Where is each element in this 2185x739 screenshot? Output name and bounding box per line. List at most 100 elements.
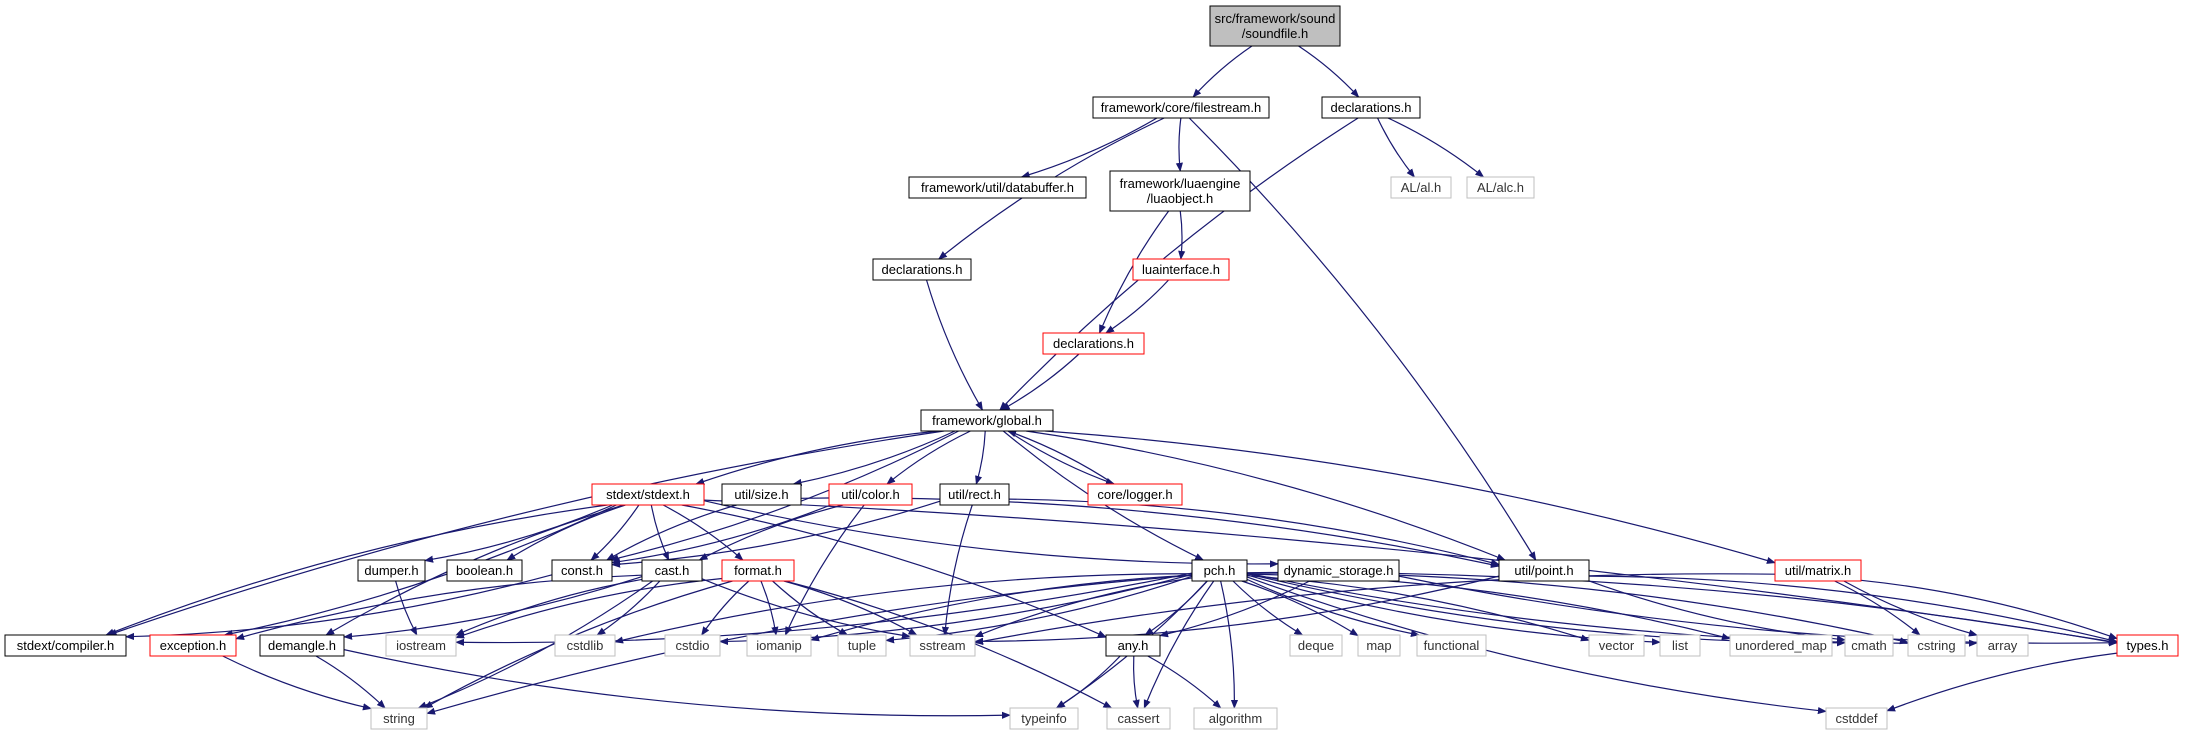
edge-decl_core-to-global bbox=[925, 279, 983, 411]
node-box bbox=[357, 559, 426, 582]
edge-luaobject-to-decl_lua bbox=[1098, 210, 1170, 334]
edge-pch-to-unordered_map bbox=[1246, 573, 1731, 641]
node-box bbox=[1105, 634, 1161, 657]
edge-decl_sound-to-alc_h bbox=[1387, 117, 1485, 178]
node-dynstore[interactable]: dynamic_storage.h bbox=[1277, 559, 1400, 582]
node-decl_sound[interactable]: declarations.h bbox=[1321, 96, 1421, 119]
node-types[interactable]: types.h bbox=[2116, 634, 2179, 657]
node-label: cast.h bbox=[655, 563, 690, 578]
node-box bbox=[1844, 634, 1894, 657]
node-size[interactable]: util/size.h bbox=[721, 483, 802, 506]
node-box bbox=[920, 409, 1054, 432]
node-box bbox=[1416, 634, 1487, 657]
edge-stdext-to-compiler bbox=[105, 504, 608, 636]
node-label: deque bbox=[1298, 638, 1334, 653]
node-box bbox=[1277, 559, 1400, 582]
edge-root-to-filestream bbox=[1192, 45, 1253, 98]
node-format[interactable]: format.h bbox=[721, 559, 795, 582]
node-label: types.h bbox=[2127, 638, 2169, 653]
node-box bbox=[1209, 5, 1341, 47]
node-sstream: sstream bbox=[909, 634, 976, 657]
node-label: demangle.h bbox=[268, 638, 336, 653]
node-box bbox=[1729, 634, 1833, 657]
node-cast[interactable]: cast.h bbox=[641, 559, 703, 582]
node-logger[interactable]: core/logger.h bbox=[1087, 483, 1183, 506]
node-string: string bbox=[370, 707, 428, 730]
node-box bbox=[1390, 176, 1452, 199]
node-luaobject[interactable]: framework/luaengine/luaobject.h bbox=[1109, 170, 1251, 212]
node-algorithm: algorithm bbox=[1193, 707, 1278, 730]
node-exception[interactable]: exception.h bbox=[149, 634, 237, 657]
edge-cast-to-iostream bbox=[455, 578, 643, 636]
node-global[interactable]: framework/global.h bbox=[920, 409, 1054, 432]
node-label: core/logger.h bbox=[1097, 487, 1172, 502]
edge-filestream-to-databuffer bbox=[1020, 117, 1158, 179]
edge-matrix-to-types bbox=[1860, 579, 2118, 640]
node-label: cstring bbox=[1917, 638, 1955, 653]
node-typeinfo: typeinfo bbox=[1009, 707, 1079, 730]
node-compiler[interactable]: stdext/compiler.h bbox=[4, 634, 127, 657]
node-box bbox=[1042, 332, 1145, 355]
node-label: declarations.h bbox=[882, 262, 963, 277]
node-box bbox=[591, 483, 705, 506]
node-label: map bbox=[1366, 638, 1391, 653]
node-rect[interactable]: util/rect.h bbox=[939, 483, 1010, 506]
node-root[interactable]: src/framework/sound/soundfile.h bbox=[1209, 5, 1341, 47]
node-box bbox=[385, 634, 457, 657]
node-label: util/rect.h bbox=[948, 487, 1001, 502]
edge-rect-to-sstream bbox=[941, 504, 973, 636]
node-box bbox=[1132, 258, 1230, 281]
node-label: dynamic_storage.h bbox=[1284, 563, 1394, 578]
node-label: framework/core/filestream.h bbox=[1101, 100, 1261, 115]
edge-cast-to-demangle bbox=[343, 576, 643, 640]
node-box bbox=[641, 559, 703, 582]
node-label: cstddef bbox=[1836, 711, 1878, 726]
edge-global-to-size bbox=[792, 430, 956, 486]
edge-global-to-logger bbox=[1007, 430, 1115, 485]
node-label: iostream bbox=[396, 638, 446, 653]
dependency-edges bbox=[105, 45, 2118, 719]
node-box bbox=[1659, 634, 1701, 657]
node-boolean[interactable]: boolean.h bbox=[446, 559, 523, 582]
node-box bbox=[446, 559, 523, 582]
edge-matrix-to-array bbox=[1843, 580, 1978, 637]
edge-global-to-rect bbox=[975, 430, 986, 485]
node-label: declarations.h bbox=[1053, 336, 1134, 351]
node-box bbox=[1321, 96, 1421, 119]
node-any[interactable]: any.h bbox=[1105, 634, 1161, 657]
node-luainterface[interactable]: luainterface.h bbox=[1132, 258, 1230, 281]
node-label: luainterface.h bbox=[1142, 262, 1220, 277]
edge-demangle-to-string bbox=[315, 655, 386, 709]
node-matrix[interactable]: util/matrix.h bbox=[1774, 559, 1862, 582]
node-functional: functional bbox=[1416, 634, 1487, 657]
node-filestream[interactable]: framework/core/filestream.h bbox=[1092, 96, 1270, 119]
node-const[interactable]: const.h bbox=[551, 559, 613, 582]
node-cstdlib: cstdlib bbox=[554, 634, 616, 657]
node-databuffer[interactable]: framework/util/databuffer.h bbox=[908, 176, 1087, 199]
node-label: src/framework/sound bbox=[1215, 11, 1336, 26]
edge-root-to-decl_sound bbox=[1298, 45, 1360, 98]
node-box bbox=[1907, 634, 1966, 657]
node-pch[interactable]: pch.h bbox=[1191, 559, 1248, 582]
node-point[interactable]: util/point.h bbox=[1498, 559, 1590, 582]
edge-any-to-cassert bbox=[1132, 655, 1140, 709]
node-decl_lua[interactable]: declarations.h bbox=[1042, 332, 1145, 355]
edge-size-to-const bbox=[606, 504, 737, 561]
edge-cast-to-string bbox=[417, 580, 653, 709]
node-dumper[interactable]: dumper.h bbox=[357, 559, 426, 582]
edge-stdext-to-dumper bbox=[424, 504, 613, 563]
node-label: typeinfo bbox=[1021, 711, 1067, 726]
node-al_h: AL/al.h bbox=[1390, 176, 1452, 199]
node-label: pch.h bbox=[1204, 563, 1236, 578]
edge-pch-to-sstream bbox=[974, 577, 1193, 638]
edge-stdext-to-any bbox=[681, 504, 1107, 638]
node-box bbox=[1009, 707, 1079, 730]
node-color[interactable]: util/color.h bbox=[828, 483, 913, 506]
node-label: const.h bbox=[561, 563, 603, 578]
node-stdext[interactable]: stdext/stdext.h bbox=[591, 483, 705, 506]
node-iomanip: iomanip bbox=[746, 634, 812, 657]
node-demangle[interactable]: demangle.h bbox=[259, 634, 345, 657]
node-decl_core[interactable]: declarations.h bbox=[872, 258, 972, 281]
edge-types-to-cstddef bbox=[1886, 652, 2118, 712]
node-label: cstdlib bbox=[567, 638, 604, 653]
